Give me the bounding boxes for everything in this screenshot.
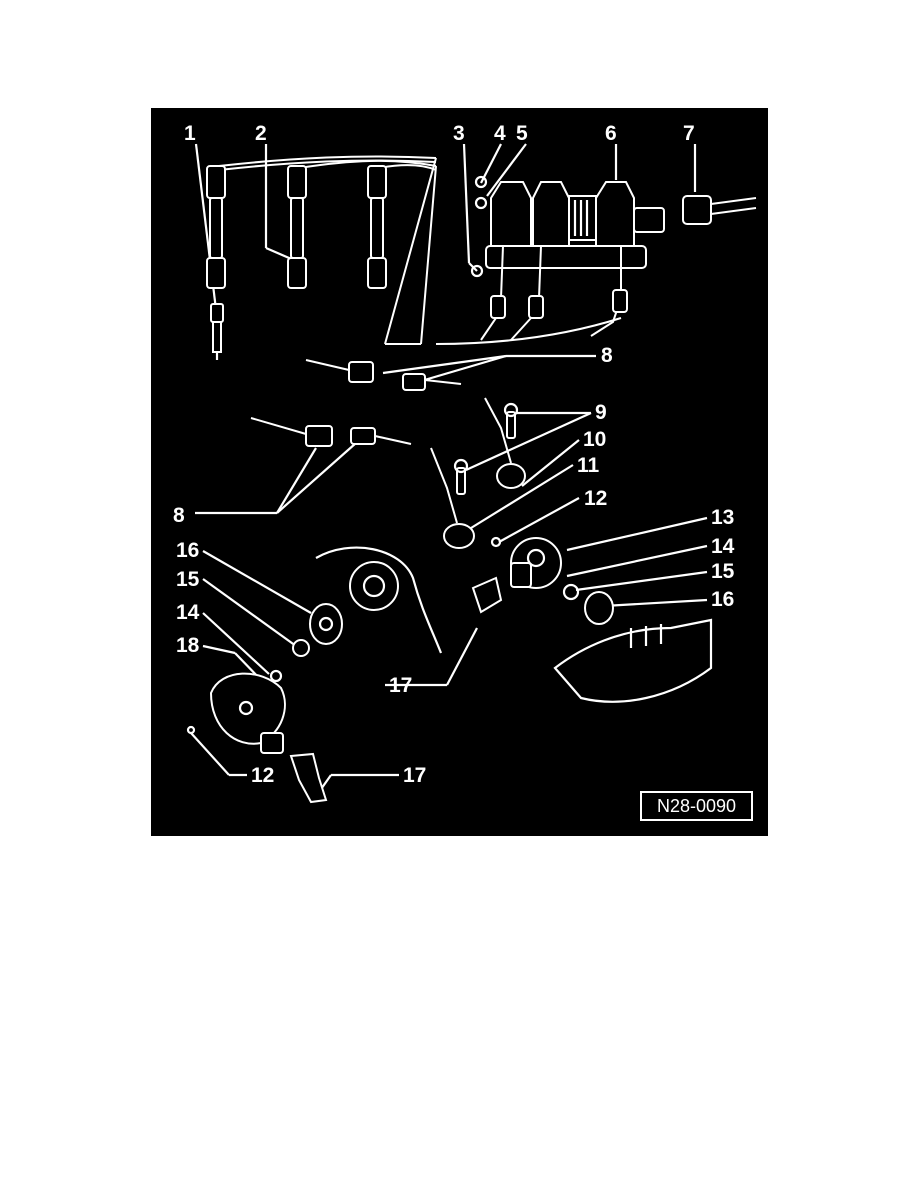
callout-8-upper: 8 bbox=[601, 344, 613, 367]
callout-18: 18 bbox=[176, 634, 200, 657]
callout-1: 1 bbox=[184, 122, 196, 145]
callout-11: 11 bbox=[577, 454, 600, 477]
callout-12-upper: 12 bbox=[584, 487, 607, 510]
callout-14-left: 14 bbox=[176, 601, 200, 624]
callout-15-left: 15 bbox=[176, 568, 200, 591]
callout-13: 13 bbox=[711, 506, 734, 529]
knock-sensors bbox=[430, 397, 526, 549]
callout-6: 6 bbox=[605, 122, 617, 145]
harness-connectors bbox=[250, 359, 462, 447]
callout-5: 5 bbox=[516, 122, 528, 145]
callout-9: 9 bbox=[595, 401, 607, 424]
callout-7: 7 bbox=[683, 122, 695, 145]
callout-16-right: 16 bbox=[711, 588, 734, 611]
exploded-ignition-diagram: 1 2 3 4 5 6 7 8 8 9 10 11 12 12 13 14 14… bbox=[151, 108, 768, 836]
callout-15-right: 15 bbox=[711, 560, 735, 583]
callout-16-left: 16 bbox=[176, 539, 199, 562]
callout-2: 2 bbox=[255, 122, 267, 145]
figure-code-label: N28-0090 bbox=[640, 791, 753, 821]
diagram-drawing: 1 2 3 4 5 6 7 8 8 9 10 11 12 12 13 14 14… bbox=[173, 122, 757, 804]
callout-3: 3 bbox=[453, 122, 465, 145]
leader-lines bbox=[190, 143, 708, 793]
callout-4: 4 bbox=[494, 122, 506, 145]
hall-sender-right bbox=[471, 536, 713, 703]
spark-plug-wire-set bbox=[206, 155, 437, 360]
callout-12-lower: 12 bbox=[251, 764, 274, 787]
callout-8-lower: 8 bbox=[173, 504, 185, 527]
callout-10: 10 bbox=[583, 428, 606, 451]
callout-14-right: 14 bbox=[711, 535, 735, 558]
callout-17-lower: 17 bbox=[403, 764, 426, 787]
ignition-coil-assembly bbox=[435, 175, 757, 345]
hall-sender-left bbox=[186, 546, 443, 804]
